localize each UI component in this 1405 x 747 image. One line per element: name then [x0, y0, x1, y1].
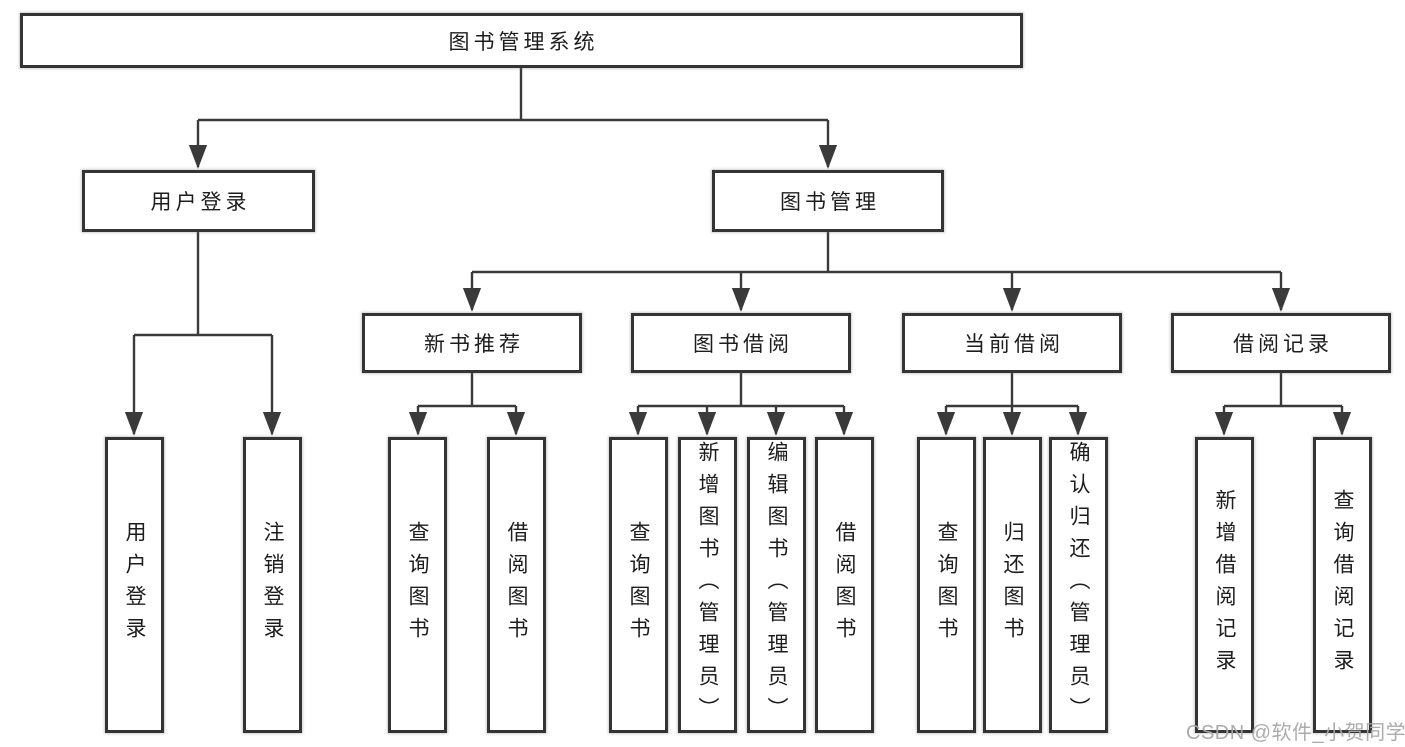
leaf-borrow-books: 借阅图书 [815, 437, 874, 733]
connector-book-borrow [638, 373, 844, 408]
node-borrow-records: 借阅记录 [1171, 313, 1391, 373]
csdn-watermark: CSDN @软件_小贺同学 [1186, 722, 1405, 744]
leaf-borrow-books-recommend: 借阅图书 [487, 437, 546, 733]
connector-current-borrow [946, 373, 1078, 408]
leaf-add-book-admin: 新增图书（管理员） [678, 437, 737, 733]
leaf-query-books-recommend: 查询图书 [388, 437, 447, 733]
leaf-query-borrow-record: 查询借阅记录 [1313, 437, 1372, 733]
node-current-borrow: 当前借阅 [902, 313, 1122, 373]
leaf-add-borrow-record: 新增借阅记录 [1195, 437, 1254, 733]
node-label: 用户登录 [150, 191, 251, 214]
leaf-label: 查询图书 [627, 521, 651, 649]
node-label: 借阅记录 [1233, 333, 1333, 356]
leaf-user-login: 用户登录 [105, 437, 164, 733]
node-label: 新书推荐 [424, 333, 524, 356]
leaf-label: 新增借阅记录 [1213, 489, 1237, 681]
connector-borrow-records [1224, 373, 1342, 408]
node-user-login: 用户登录 [82, 170, 315, 232]
connector-user-login [134, 232, 272, 337]
node-book-management: 图书管理 [712, 170, 944, 232]
leaf-label: 查询图书 [406, 521, 430, 649]
node-label: 当前借阅 [964, 333, 1064, 356]
node-root-system: 图书管理系统 [20, 13, 1023, 68]
node-label: 图书管理系统 [448, 30, 599, 54]
node-book-borrow: 图书借阅 [631, 313, 851, 373]
leaf-label: 查询借阅记录 [1331, 489, 1355, 681]
connector-new-book [418, 373, 516, 408]
leaf-query-books-current: 查询图书 [917, 437, 976, 733]
leaf-label: 编辑图书（管理员） [765, 441, 789, 729]
leaf-label: 归还图书 [1001, 521, 1025, 649]
leaf-label: 新增图书（管理员） [696, 441, 720, 729]
leaf-logout-login: 注销登录 [243, 437, 302, 733]
node-label: 图书管理 [780, 191, 880, 214]
leaf-label: 查询图书 [935, 521, 959, 649]
leaf-label: 借阅图书 [833, 521, 857, 649]
leaf-label: 注销登录 [261, 521, 285, 649]
leaf-label: 确认归还（管理员） [1067, 441, 1091, 729]
node-new-book-recommend: 新书推荐 [362, 313, 582, 373]
leaf-label: 用户登录 [123, 521, 147, 649]
leaf-query-books-borrow: 查询图书 [609, 437, 668, 733]
leaf-return-books: 归还图书 [983, 437, 1042, 733]
connector-book-management [472, 232, 1281, 274]
leaf-label: 借阅图书 [505, 521, 529, 649]
connector-root [198, 68, 828, 122]
leaf-confirm-return-admin: 确认归还（管理员） [1049, 437, 1108, 733]
node-label: 图书借阅 [693, 333, 793, 356]
leaf-edit-book-admin: 编辑图书（管理员） [747, 437, 806, 733]
